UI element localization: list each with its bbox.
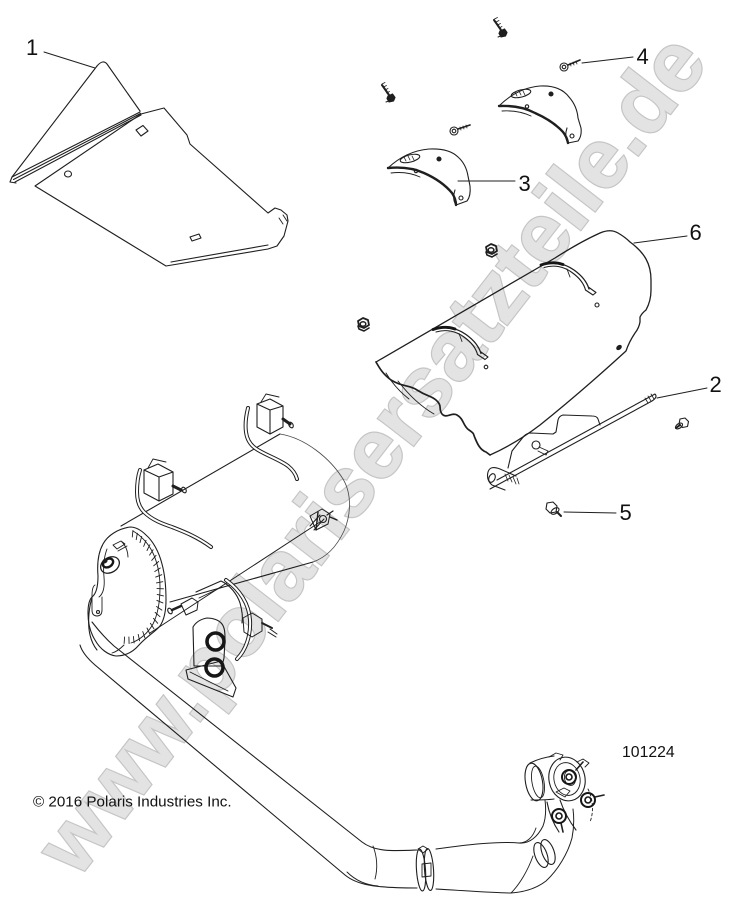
svg-text:101224: 101224	[622, 744, 675, 761]
svg-text:2: 2	[710, 372, 722, 397]
svg-text:6: 6	[690, 220, 702, 245]
svg-text:© 2016 Polaris Industries Inc.: © 2016 Polaris Industries Inc.	[33, 794, 232, 811]
svg-text:5: 5	[620, 500, 632, 525]
svg-text:4: 4	[637, 44, 649, 69]
svg-text:1: 1	[26, 35, 38, 60]
svg-text:3: 3	[519, 171, 531, 196]
svg-text:www.polarisersatzteile.de: www.polarisersatzteile.de	[16, 16, 724, 891]
